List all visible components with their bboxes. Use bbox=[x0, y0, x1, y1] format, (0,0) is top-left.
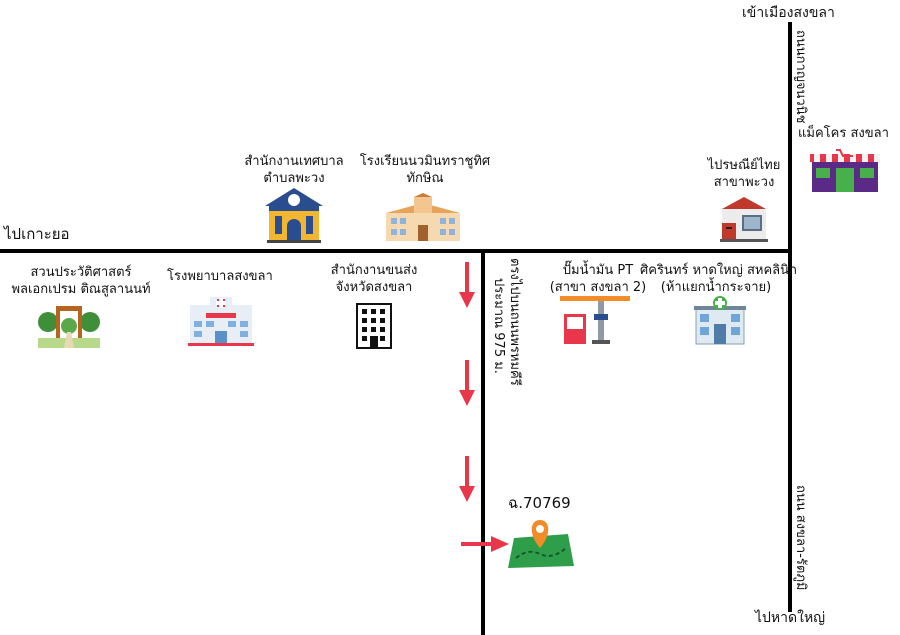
route-note-line2: ประมาณ 975 ม. bbox=[491, 278, 506, 374]
route-arrow-down-2 bbox=[459, 360, 475, 406]
municipal-building-icon bbox=[265, 188, 323, 243]
route-arrow-down-3 bbox=[459, 456, 475, 502]
transport-office-label: สำนักงานขนส่ง จังหวัดสงขลา bbox=[330, 263, 418, 295]
main-horizontal-road bbox=[0, 249, 792, 253]
route-arrow-right bbox=[461, 536, 509, 552]
school-label: โรงเรียนนวมินทราชูทิศ ทักษิณ bbox=[359, 154, 491, 186]
road-label-south: ไปหาดใหญ่ bbox=[755, 610, 826, 626]
route-vertical-road bbox=[481, 249, 485, 635]
makro-label: แม็คโคร สงขลา bbox=[798, 126, 889, 141]
clinic-icon bbox=[694, 296, 746, 345]
gas-station-label: ปั๊มน้ำมัน PT (สาขา สงขลา 2) bbox=[549, 263, 647, 295]
destination-code: ฉ.70769 bbox=[508, 494, 571, 512]
school-icon bbox=[386, 193, 460, 241]
hospital-icon bbox=[188, 297, 254, 346]
post-office-label: ไปรษณีย์ไทย สาขาพะวง bbox=[707, 158, 781, 190]
store-icon bbox=[810, 149, 880, 192]
road-name-south: ถนน สงขลา-รัตภูมิ bbox=[793, 485, 808, 591]
municipality-label: สำนักงานเทศบาล ตำบลพะวง bbox=[244, 154, 344, 186]
office-building-icon bbox=[356, 303, 392, 349]
post-office-icon bbox=[720, 197, 768, 242]
route-arrow-down-1 bbox=[459, 262, 475, 308]
road-name-north: ถนนกาญจนวนิช bbox=[793, 30, 808, 124]
park-label: สวนประวัติศาสตร์ พลเอกเปรม ติณสูลานนท์ bbox=[11, 265, 151, 297]
park-icon bbox=[38, 306, 100, 348]
clinic-label: ศิครินทร์ หาดใหญ่ สหคลินิก (ห้าแยกน้ำกระ… bbox=[640, 263, 797, 295]
road-label-west: ไปเกาะยอ bbox=[4, 225, 70, 243]
gas-station-icon bbox=[560, 296, 630, 344]
east-vertical-road bbox=[788, 22, 792, 612]
destination-map-pin-icon bbox=[508, 520, 574, 568]
road-label-north: เข้าเมืองสงขลา bbox=[742, 5, 835, 21]
hospital-label: โรงพยาบาลสงขลา bbox=[167, 269, 273, 284]
